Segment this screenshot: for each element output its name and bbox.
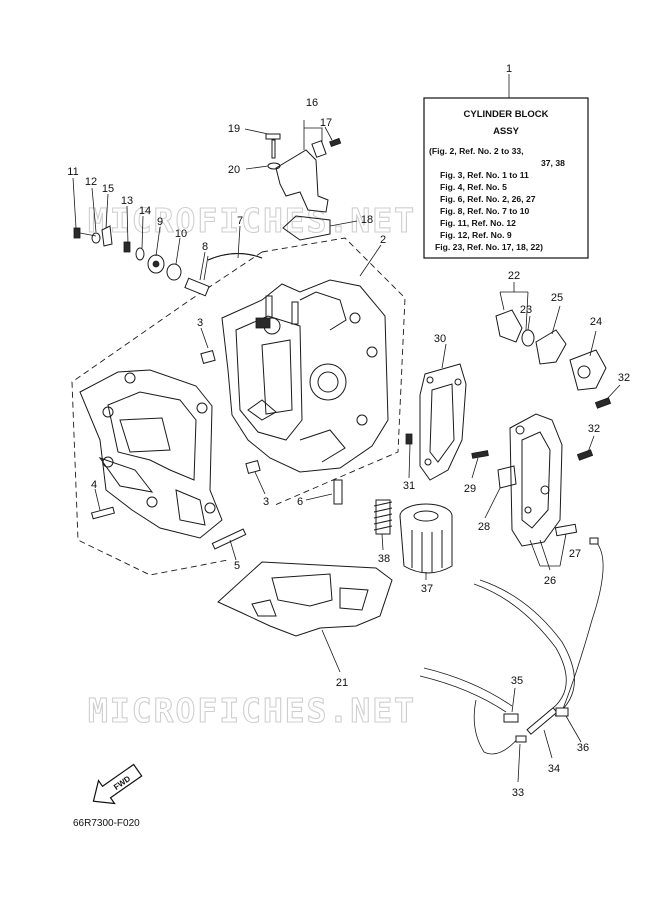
- drawing-code: 66R7300-F020: [73, 818, 140, 829]
- callout-27: 27: [569, 548, 581, 560]
- callout-28: 28: [478, 521, 490, 533]
- callout-17: 17: [320, 117, 332, 129]
- side-cover: [497, 413, 563, 547]
- callout-29: 29: [464, 483, 476, 495]
- exhaust-cover: [419, 363, 467, 481]
- callout-34: 34: [548, 763, 560, 775]
- cylinder-block: [221, 279, 389, 473]
- callout-21: 21: [336, 677, 348, 689]
- leader-lines: [72, 74, 621, 783]
- info-box-line: Fig. 8, Ref. No. 7 to 10: [440, 206, 530, 216]
- small-fasteners: [329, 137, 489, 459]
- watermark-bottom: MICROFICHES.NET: [88, 691, 416, 730]
- info-box-line: Fig. 23, Ref. No. 17, 18, 22): [435, 242, 543, 252]
- callout-23: 23: [520, 304, 532, 316]
- callout-4: 4: [91, 479, 97, 491]
- callout-24: 24: [590, 316, 602, 328]
- callout-15: 15: [102, 183, 114, 195]
- info-box-line: Fig. 6, Ref. No. 2, 26, 27: [440, 194, 536, 204]
- thermostat-assembly: [495, 309, 612, 461]
- callout-35: 35: [511, 675, 523, 687]
- callout-36: 36: [577, 742, 589, 754]
- fwd-arrow: FWD: [92, 763, 143, 805]
- info-box-line: Fig. 11, Ref. No. 12: [440, 218, 516, 228]
- info-box-line: Fig. 4, Ref. No. 5: [440, 182, 507, 192]
- crankcase: [79, 369, 223, 539]
- callout-18: 18: [361, 214, 373, 226]
- hose-assembly: [419, 523, 604, 755]
- callout-13: 13: [121, 195, 133, 207]
- callout-25: 25: [551, 292, 563, 304]
- callout-9: 9: [157, 216, 163, 228]
- info-box: CYLINDER BLOCK ASSY (Fig. 2, Ref. No. 2 …: [423, 97, 589, 259]
- callout-11: 11: [67, 166, 78, 178]
- callout-10: 10: [175, 228, 187, 240]
- anode-bolt-stack: [73, 225, 263, 297]
- callout-14: 14: [139, 205, 151, 217]
- callout-16: 16: [306, 97, 318, 109]
- callout-3b: 3: [263, 496, 269, 508]
- callout-30: 30: [434, 333, 446, 345]
- info-box-frame: [423, 97, 589, 259]
- spring: [373, 499, 393, 535]
- callout-33: 33: [512, 787, 524, 799]
- info-box-line: (Fig. 2, Ref. No. 2 to 33,: [429, 146, 524, 156]
- callout-2: 2: [380, 234, 386, 246]
- callout-20: 20: [228, 164, 240, 176]
- callout-6: 6: [297, 496, 303, 508]
- callout-32b: 32: [588, 423, 600, 435]
- callout-8: 8: [202, 241, 208, 253]
- callout-1: 1: [506, 63, 512, 75]
- oil-filter: [399, 503, 453, 574]
- callouts: 1 2 3 3 4 5 6 7 8 9 10 11 12 13 14 15 16…: [67, 63, 630, 799]
- info-box-line: 37, 38: [541, 158, 565, 168]
- callout-26: 26: [544, 575, 556, 587]
- callout-31: 31: [403, 480, 415, 492]
- callout-7: 7: [237, 215, 243, 227]
- info-box-subtitle: ASSY: [493, 126, 520, 137]
- info-box-line: Fig. 3, Ref. No. 1 to 11: [440, 170, 529, 180]
- callout-38: 38: [378, 553, 390, 565]
- callout-22: 22: [508, 270, 520, 282]
- callout-19: 19: [228, 123, 240, 135]
- callout-3: 3: [197, 317, 203, 329]
- callout-37: 37: [421, 583, 433, 595]
- gasket: [217, 561, 393, 637]
- info-box-line: Fig. 12, Ref. No. 9: [440, 230, 512, 240]
- watermark-top: MICROFICHES.NET: [88, 201, 416, 240]
- callout-12: 12: [85, 176, 97, 188]
- info-box-title: CYLINDER BLOCK: [464, 109, 549, 120]
- callout-5: 5: [234, 560, 240, 572]
- oil-pressure-bracket: [265, 133, 331, 241]
- callout-32: 32: [618, 372, 630, 384]
